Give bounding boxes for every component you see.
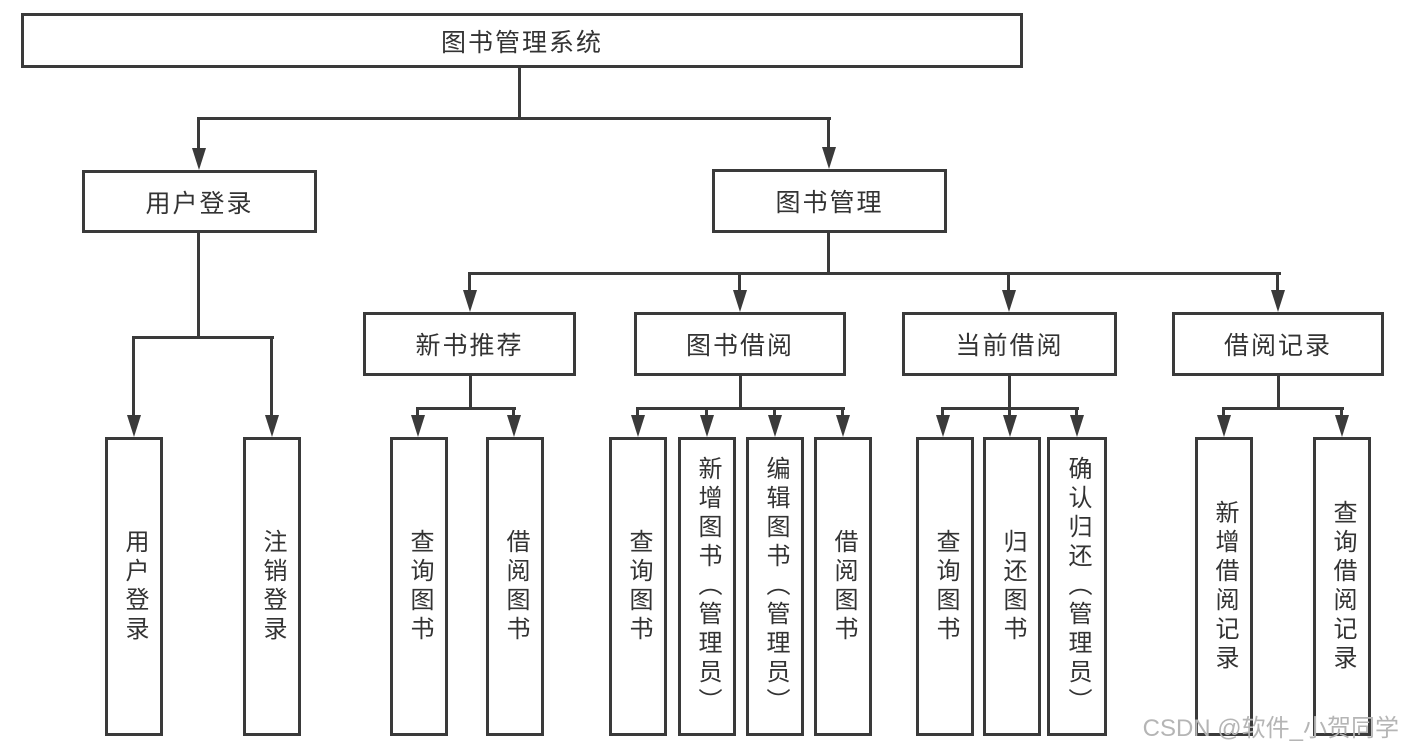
node-label: 新书推荐 (415, 332, 524, 360)
connector-line (518, 68, 521, 120)
node-label: 注销登录 (259, 528, 286, 645)
arrow-down-icon (1070, 407, 1084, 437)
arrow-down-icon (1335, 407, 1349, 437)
arrow-down-icon (1271, 272, 1285, 312)
leaf-borrow-books-recommend: 借阅图书 (486, 437, 544, 736)
connector-line (469, 272, 1281, 275)
node-label: 图书管理 (775, 189, 884, 217)
leaf-return-books: 归还图书 (983, 437, 1041, 736)
node-borrowing-records: 借阅记录 (1172, 312, 1384, 376)
connector-line (417, 407, 516, 410)
node-label: 当前借阅 (955, 332, 1064, 360)
connector-line (739, 376, 742, 410)
arrow-down-icon (127, 336, 141, 437)
arrow-down-icon (768, 407, 782, 437)
leaf-confirm-return-admin: 确认归还（管理员） (1047, 437, 1107, 736)
connector-line (1008, 376, 1011, 410)
connector-line (197, 233, 200, 339)
arrow-down-icon (1003, 407, 1017, 437)
arrow-down-icon (822, 117, 836, 169)
node-root-library-management-system: 图书管理系统 (21, 13, 1023, 68)
connector-line (1277, 376, 1280, 410)
arrow-down-icon (1002, 272, 1016, 312)
leaf-query-books-current: 查询图书 (916, 437, 974, 736)
csdn-watermark: CSDN @软件_小贺同学 (1142, 715, 1399, 742)
arrow-down-icon (733, 272, 747, 312)
leaf-edit-books-admin: 编辑图书（管理员） (746, 437, 804, 736)
leaf-query-borrow-record: 查询借阅记录 (1313, 437, 1371, 736)
arrow-down-icon (631, 407, 645, 437)
node-label: 查询图书 (625, 528, 652, 645)
arrow-down-icon (463, 272, 477, 312)
leaf-add-books-admin: 新增图书（管理员） (678, 437, 736, 736)
node-book-management: 图书管理 (712, 169, 947, 233)
arrow-down-icon (700, 407, 714, 437)
node-label: 查询借阅记录 (1329, 499, 1356, 674)
arrow-down-icon (192, 117, 206, 170)
node-new-book-recommend: 新书推荐 (363, 312, 576, 376)
node-label: 查询图书 (932, 528, 959, 645)
leaf-logout: 注销登录 (243, 437, 301, 736)
leaf-query-books-borrowing: 查询图书 (609, 437, 667, 736)
node-label: 用户登录 (121, 528, 148, 645)
node-label: 新增借阅记录 (1211, 499, 1238, 674)
connector-line (133, 336, 274, 339)
node-current-borrowing: 当前借阅 (902, 312, 1117, 376)
connector-line (197, 117, 831, 120)
arrow-down-icon (936, 407, 950, 437)
connector-line (637, 407, 845, 410)
leaf-add-borrow-record: 新增借阅记录 (1195, 437, 1253, 736)
node-label: 确认归还（管理员） (1064, 456, 1091, 717)
node-label: 查询图书 (406, 528, 433, 645)
node-label: 借阅记录 (1223, 332, 1332, 360)
node-label: 用户登录 (145, 189, 254, 218)
node-label: 新增图书（管理员） (694, 456, 721, 717)
node-label: 图书管理系统 (440, 28, 603, 57)
node-label: 图书借阅 (685, 332, 794, 360)
arrow-down-icon (507, 407, 521, 437)
connector-line (827, 233, 830, 275)
node-book-borrowing: 图书借阅 (634, 312, 846, 376)
node-label: 归还图书 (999, 528, 1026, 645)
arrow-down-icon (836, 407, 850, 437)
connector-line (469, 376, 472, 410)
leaf-query-books-recommend: 查询图书 (390, 437, 448, 736)
leaf-borrow-books: 借阅图书 (814, 437, 872, 736)
connector-line (1223, 407, 1344, 410)
arrow-down-icon (265, 336, 279, 437)
node-label: 借阅图书 (830, 528, 857, 645)
leaf-user-login: 用户登录 (105, 437, 163, 736)
arrow-down-icon (411, 407, 425, 437)
node-label: 借阅图书 (502, 528, 529, 645)
node-label: 编辑图书（管理员） (762, 456, 789, 717)
arrow-down-icon (1217, 407, 1231, 437)
node-user-login: 用户登录 (82, 170, 317, 233)
